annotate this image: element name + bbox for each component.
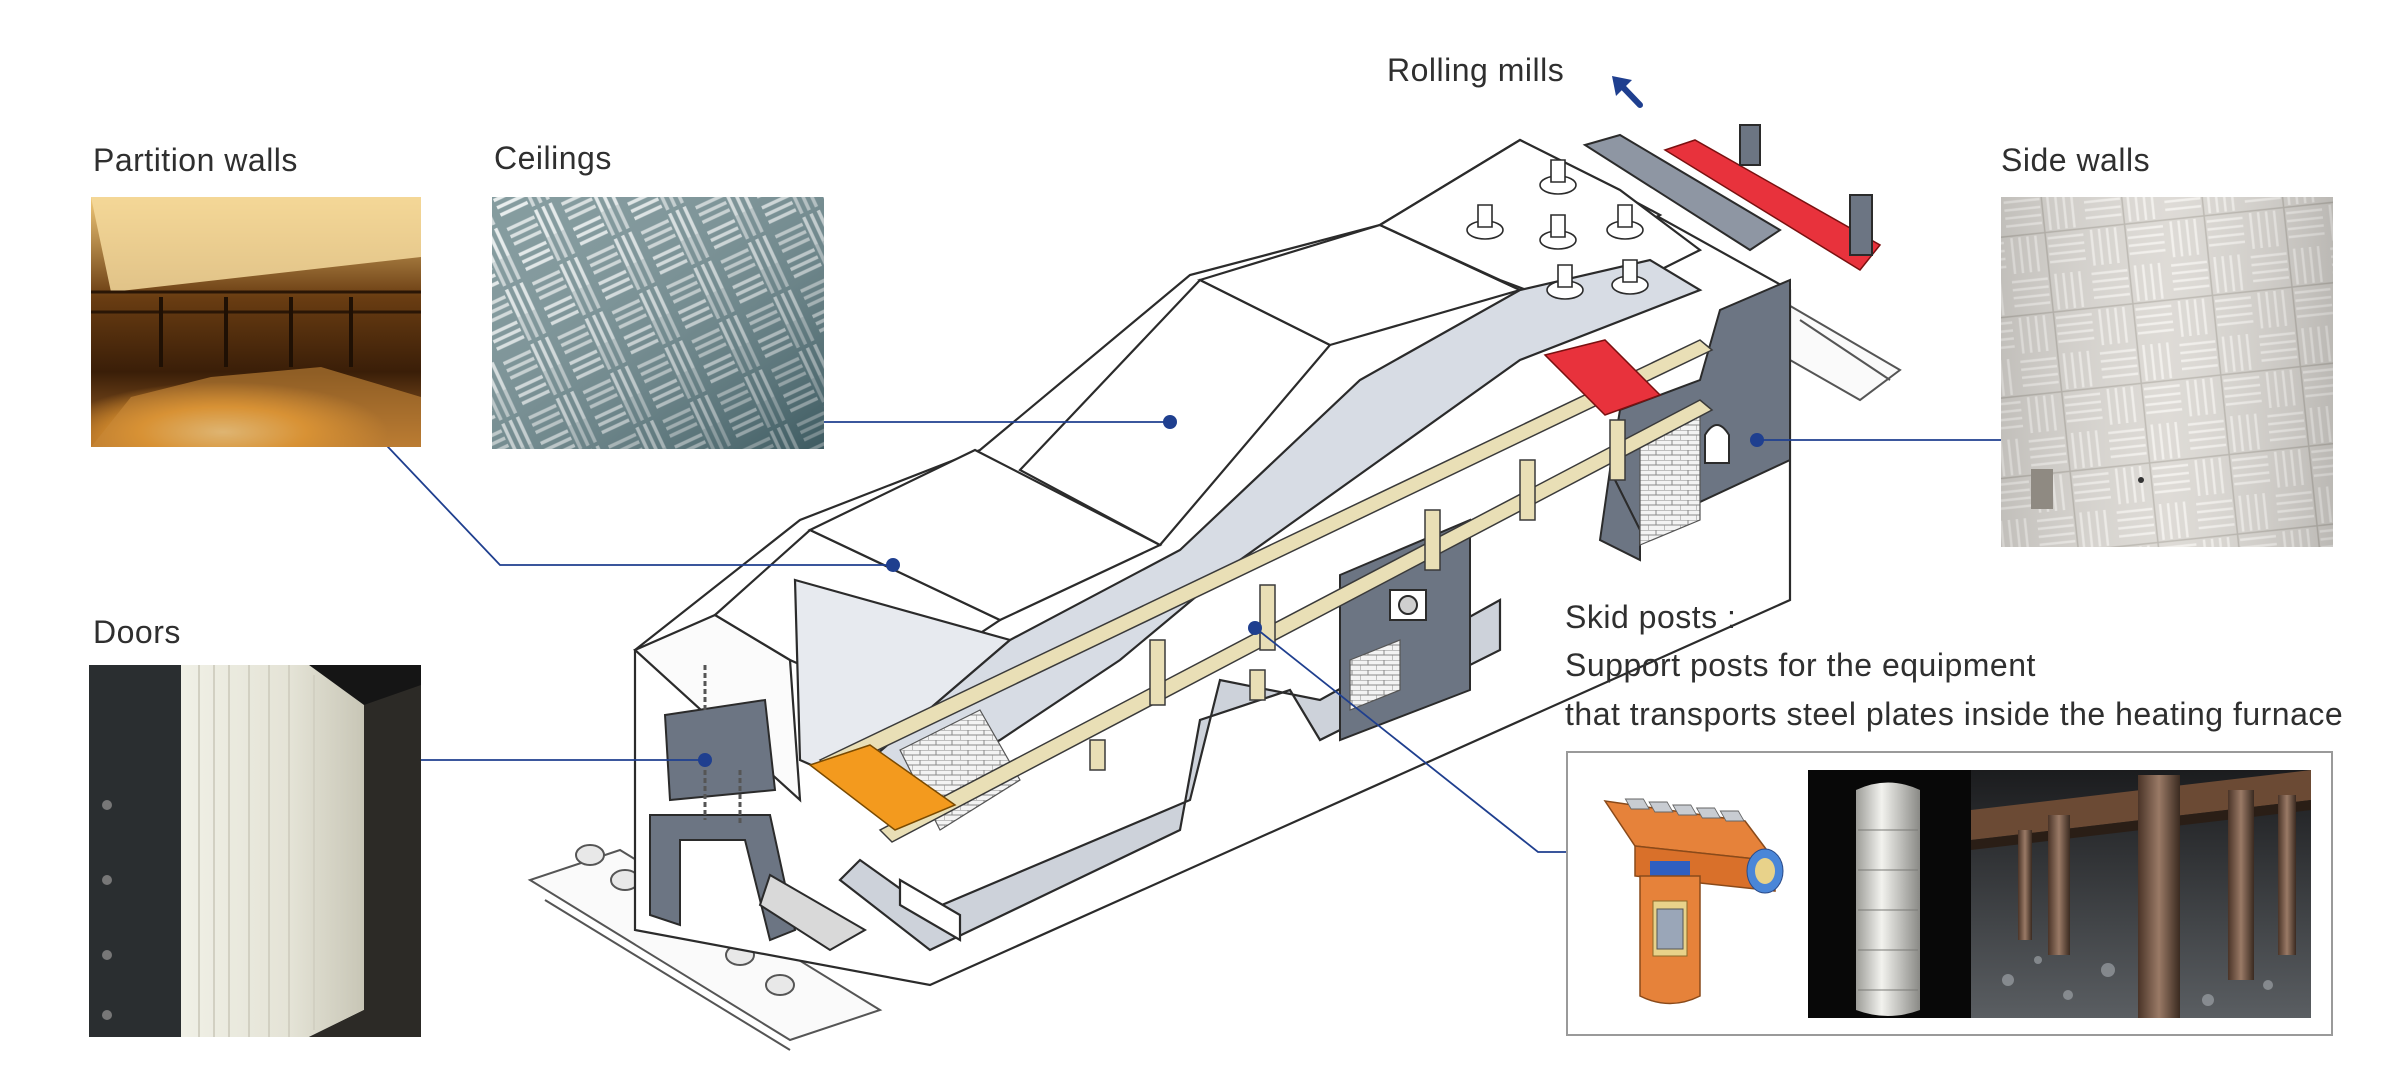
- ceilings-label: Ceilings: [494, 140, 612, 176]
- doors-photo: [89, 665, 421, 1037]
- hot-slab-2: [1663, 139, 1882, 271]
- rolling-mills-label: Rolling mills: [1387, 52, 1565, 88]
- roof-burners: [1466, 159, 1649, 300]
- skid-posts-title: Skid posts :: [1565, 599, 1737, 635]
- partition-walls-label: Partition walls: [93, 142, 298, 178]
- arrow-up-left-icon: [1612, 76, 1643, 108]
- skid-posts-panel: [1566, 751, 2333, 1036]
- hot-slab-1: [1543, 339, 1662, 416]
- cold-slab: [808, 744, 957, 831]
- entry-door: [649, 665, 868, 952]
- skid-posts-photo: [1808, 770, 2311, 1018]
- side-walls-photo: [2001, 197, 2333, 547]
- skid-pipes: [818, 339, 1714, 843]
- leader-dots: [698, 415, 1764, 767]
- skid-post-illustration: [1603, 798, 1784, 1005]
- leader-lines: [369, 421, 2030, 853]
- extractor: [1582, 124, 1873, 256]
- skid-posts-desc-1: Support posts for the equipment: [1565, 647, 2036, 683]
- ceilings-photo: [492, 197, 824, 449]
- skid-posts-desc-2: that transports steel plates inside the …: [1565, 696, 2344, 732]
- partition-walls-photo: [91, 197, 421, 447]
- leader-partition: [369, 427, 893, 566]
- exit-rails: [1778, 298, 1902, 402]
- side-walls-label: Side walls: [2001, 142, 2151, 178]
- doors-label: Doors: [93, 614, 181, 650]
